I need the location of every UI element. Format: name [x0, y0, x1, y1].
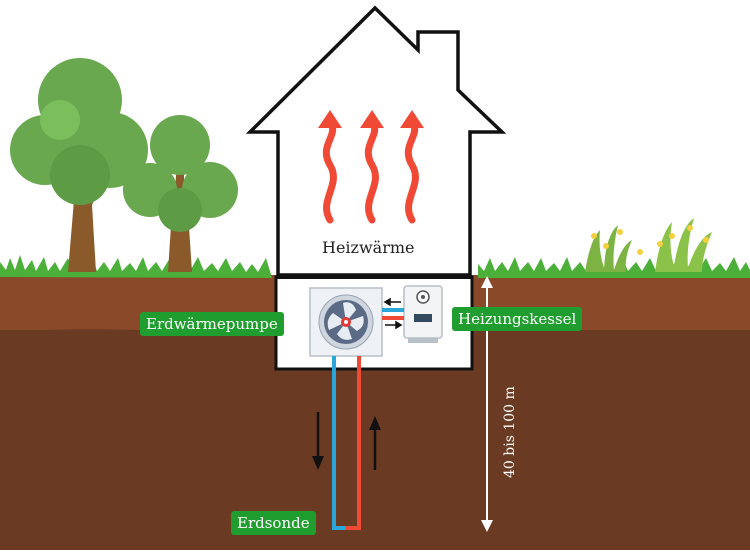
boiler-label: Heizungskessel: [452, 307, 583, 331]
heat-wave-arrowheads: [318, 110, 424, 128]
flow-arrow-down: [312, 412, 324, 470]
grass: [0, 255, 750, 278]
heat-pump-unit: [309, 287, 383, 357]
bush-left: [585, 225, 632, 272]
bush-right: [655, 218, 712, 272]
tree-large: [10, 58, 148, 272]
ground-probe: [332, 356, 361, 530]
boiler-unit: [403, 285, 443, 343]
flowers: [591, 225, 709, 255]
heat-pump-label: Erdwärmepumpe: [140, 312, 284, 336]
flow-arrow-up: [369, 416, 381, 470]
tree-small: [123, 115, 238, 272]
depth-label: 40 bis 100 m: [502, 386, 518, 478]
flow-arrows-house: [383, 297, 403, 330]
house-outline: [245, 5, 507, 277]
probe-label: Erdsonde: [231, 511, 316, 535]
heat-waves: [322, 118, 419, 224]
heat-label: Heizwärme: [322, 238, 415, 257]
connecting-pipes: [382, 308, 404, 320]
